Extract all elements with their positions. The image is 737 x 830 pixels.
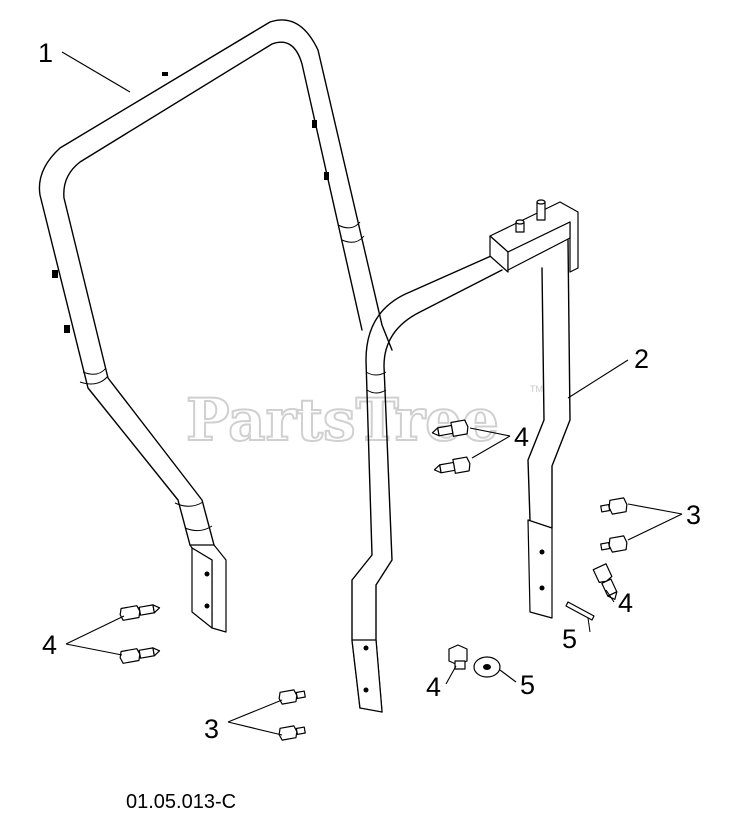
leader-lines bbox=[61, 51, 683, 736]
callout-label: 1 bbox=[38, 38, 53, 68]
bolt-icon bbox=[278, 725, 306, 741]
callout-label: 5 bbox=[520, 670, 535, 700]
bolt-icon bbox=[600, 535, 628, 553]
callout-label: 4 bbox=[514, 422, 529, 452]
watermark-trademark: TM bbox=[530, 384, 543, 394]
bolt-icon-group bbox=[119, 419, 628, 741]
bolt-icon bbox=[431, 419, 469, 437]
callout-label: 4 bbox=[618, 588, 633, 618]
callout-label: 3 bbox=[686, 500, 701, 530]
washer-icon bbox=[473, 656, 501, 678]
bolt-icon bbox=[600, 497, 628, 515]
callout-label: 2 bbox=[634, 344, 649, 374]
bolt-icon bbox=[433, 456, 471, 474]
callout-label: 5 bbox=[562, 624, 577, 654]
callout-label: 4 bbox=[426, 672, 441, 702]
diagram-code: 01.05.013-C bbox=[126, 791, 236, 813]
bolt-icon bbox=[592, 563, 618, 600]
part-2-front-frame bbox=[351, 199, 579, 713]
bolt-icon bbox=[119, 604, 161, 621]
bolt-icon bbox=[278, 689, 306, 705]
callouts: 1 2 3 3 4 4 4 4 5 5 bbox=[38, 38, 701, 744]
watermark: PartsTree TM bbox=[185, 384, 543, 455]
callout-label: 3 bbox=[204, 714, 219, 744]
bolt-icon bbox=[448, 644, 468, 670]
bolt-icon bbox=[119, 647, 161, 664]
part-1-rear-frame bbox=[38, 19, 393, 633]
callout-label: 4 bbox=[42, 630, 57, 660]
watermark-text: PartsTree bbox=[186, 386, 499, 454]
pin-icon bbox=[565, 601, 595, 633]
